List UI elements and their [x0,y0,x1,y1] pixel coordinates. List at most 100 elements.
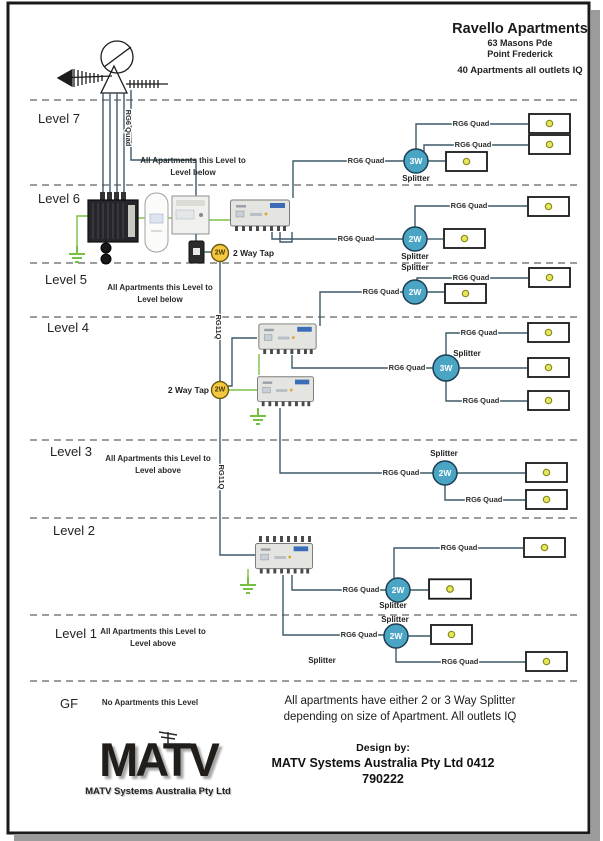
svg-text:RG6 Quad: RG6 Quad [461,328,498,337]
splitter-2way-text: 2W [390,631,404,641]
svg-text:Splitter: Splitter [402,174,430,183]
distribution-cables [228,123,528,663]
masthead-amplifier [144,192,169,253]
wall-outlet [523,537,566,558]
wall-outlet [527,322,570,343]
multiswitch-level4-upper [258,323,317,355]
ground-floor-label: GF [60,696,78,711]
multiswitch-level2 [255,543,313,574]
tap-off-unit [188,240,205,264]
svg-text:Splitter: Splitter [401,252,429,261]
svg-text:All Apartments this Level to: All Apartments this Level to [100,627,206,636]
wall-outlet [528,113,571,134]
yagi-antenna-right-icon [126,80,168,88]
splitter-3way [432,354,460,382]
svg-text:RG6 Quad: RG6 Quad [348,156,385,165]
cable-label-rg6-vertical: RG6 Quad [124,110,133,147]
tap-2way [210,380,230,400]
cable-label-rg11-upper: RG11Q [214,314,223,339]
svg-text:RG6 Quad: RG6 Quad [455,140,492,149]
level-annotations: All Apartments this Level to Level below… [100,156,246,707]
tap-label-level4: 2 Way Tap [168,385,209,395]
splitter-2way [432,460,458,486]
trunk-riser-cable [219,261,255,556]
splitter-2way-text: 2W [392,585,406,595]
wall-outlet [444,283,487,304]
svg-text:Level above: Level above [130,639,176,648]
level-boundaries [30,99,582,682]
cable-labels: RG6 Quad RG6 Quad RG6 Quad RG6 Quad RG6 … [336,118,504,668]
launch-amplifier [171,195,210,235]
scan-shadow-bottom [14,834,600,841]
svg-text:RG6 Quad: RG6 Quad [466,495,503,504]
wall-outlet [528,134,571,155]
svg-text:Splitter: Splitter [381,615,409,624]
svg-text:Level above: Level above [135,466,181,475]
tap-2way [210,243,230,263]
tap-2way-text: 2W [215,250,226,257]
svg-text:Level below: Level below [170,168,216,177]
level-4-label: Level 4 [47,320,89,335]
splitter-3way-text: 3W [440,363,454,373]
f-connector-icon [100,242,112,254]
splitter-2way [402,226,428,252]
splitter-2way [383,623,409,649]
splitter-3way [403,148,429,174]
svg-text:RG6 Quad: RG6 Quad [341,630,378,639]
svg-text:RG6 Quad: RG6 Quad [389,363,426,372]
two-way-taps: 2W 2W [210,243,230,400]
head-end-amplifier [87,192,139,265]
level-2-label: Level 2 [53,523,95,538]
svg-text:RG6 Quad: RG6 Quad [453,119,490,128]
svg-text:RG6 Quad: RG6 Quad [463,396,500,405]
svg-text:RG6 Quad: RG6 Quad [383,468,420,477]
logo-text: MATV [99,733,220,786]
splitter-2way-text: 2W [409,287,423,297]
antenna-downleads [102,90,197,200]
tap-2way-text: 2W [215,387,226,394]
apartments-note: 40 Apartments all outlets IQ [457,65,583,76]
svg-text:RG6 Quad: RG6 Quad [343,585,380,594]
yagi-antenna-left-icon [56,68,113,88]
svg-text:RG6 Quad: RG6 Quad [441,543,478,552]
f-connector-icon [100,253,112,265]
wall-outlet [525,462,568,483]
footer-note: All apartments have either 2 or 3 Way Sp… [275,693,525,725]
svg-text:All Apartments this Level to: All Apartments this Level to [107,283,213,292]
title-block: Ravello Apartments 63 Masons Pde Point F… [448,20,592,76]
wall-outlet [445,151,488,172]
level-5-label: Level 5 [45,272,87,287]
wall-outlet [443,228,486,249]
level-6-label: Level 6 [38,191,80,206]
svg-text:RG6 Quad: RG6 Quad [453,273,490,282]
cable-label-rg11-lower: RG11Q [217,464,226,489]
footer-note-line1: All apartments have either 2 or 3 Way Sp… [284,695,516,707]
svg-text:RG6 Quad: RG6 Quad [442,657,479,666]
designer-name: MATV Systems Australia Pty Ltd 0412 7902… [271,756,495,786]
splitter-captions: Splitter Splitter Splitter Splitter Spli… [308,174,481,665]
company-logo: MATV MATV Systems Australia Pty Ltd [83,731,233,797]
splitter-3way-text: 3W [410,156,424,166]
wall-outlet [527,390,570,411]
splitter-2way-text: 2W [439,468,453,478]
page-border [6,1,591,835]
wall-outlet [428,578,472,600]
footer-note-line2: depending on size of Apartment. All outl… [283,711,517,723]
level-3-label: Level 3 [50,444,92,459]
svg-text:RG6 Quad: RG6 Quad [338,234,375,243]
svg-text:RG6 Quad: RG6 Quad [451,201,488,210]
svg-text:All Apartments this Level to: All Apartments this Level to [140,156,246,165]
svg-text:Splitter: Splitter [379,601,407,610]
svg-text:RG6 Quad: RG6 Quad [363,287,400,296]
antenna-assembly [56,40,168,94]
multiswitch-level4-lower [257,376,314,407]
logo-antenna-icon [158,731,178,746]
tap-label-level6: 2 Way Tap [233,248,274,258]
wall-outlet [528,267,571,288]
antenna-mast-icon [99,64,129,94]
wall-outlet [430,624,473,645]
design-credit: Design by: MATV Systems Australia Pty Lt… [250,742,516,787]
splitters: 3W 2W 2W 3W 2W 2W 2W [383,148,460,649]
